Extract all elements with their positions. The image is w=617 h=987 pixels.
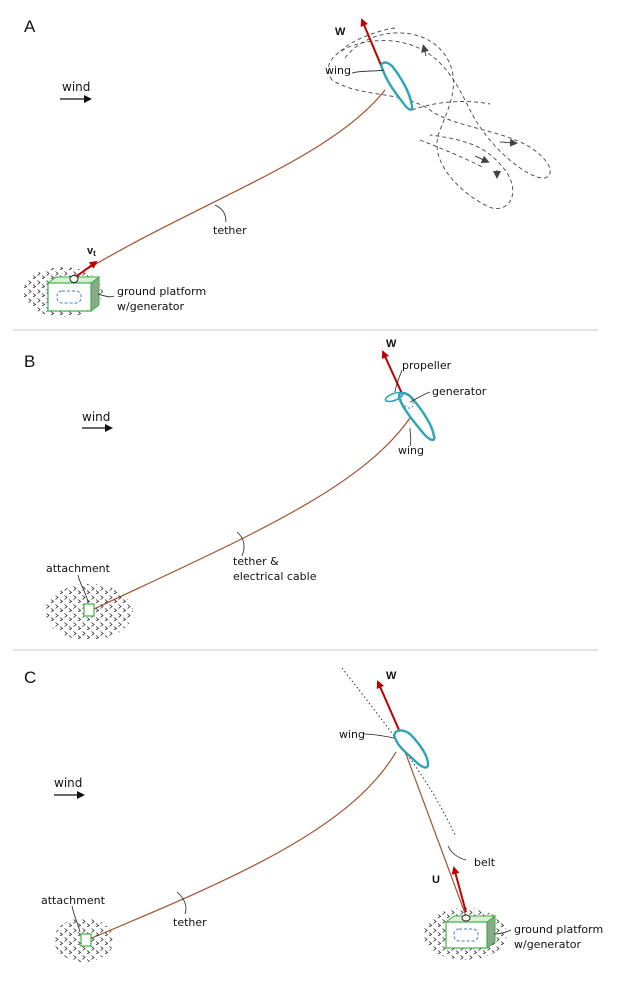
panel-b-force-label: W [386, 338, 397, 350]
panel-b-force-arrow-w [381, 350, 405, 399]
panel-c-platform-leader [493, 929, 512, 935]
panel-b-attachment [83, 603, 95, 617]
panel-b-propeller-label: propeller [402, 359, 452, 372]
panel-a-path-arrow [421, 44, 429, 57]
panel-a-wing-label: wing [325, 64, 351, 77]
panel-b-tether-leader [236, 531, 245, 557]
panel-c-belt-leader [447, 845, 467, 861]
panel-a-path-arrow [474, 155, 490, 163]
panel-c-ground-platform [444, 914, 497, 949]
panel-b-generator [400, 393, 414, 409]
panel-a-velocity-label: vt [87, 245, 96, 258]
panel-a: A wind tether W wing [23, 17, 551, 317]
panel-a-letter: A [24, 17, 36, 36]
panel-c-tether-leader [176, 891, 187, 915]
panel-c-attachment-leader [71, 905, 81, 933]
panel-b-letter: B [24, 352, 35, 371]
panel-b-wind-indicator: wind [82, 410, 113, 432]
panel-b-wing [397, 391, 436, 442]
panel-b-attachment-label: attachment [46, 562, 111, 575]
panel-a-ground-platform [46, 275, 101, 312]
panel-a-wind-label: wind [62, 80, 90, 94]
panel-a-path-arrow [499, 138, 518, 147]
panel-a-platform-leader [97, 293, 115, 298]
panel-b-propeller [384, 391, 404, 403]
panel-a-platform-label-line2: w/generator [117, 300, 184, 313]
panel-c-platform-label-line1: ground platform [514, 923, 603, 936]
panel-c-attachment [80, 933, 92, 947]
panel-a-wing [380, 61, 414, 111]
panel-c-wind-label: wind [54, 776, 82, 790]
panel-c-belt [399, 737, 467, 917]
panel-a-platform-label-line1: ground platform [117, 285, 206, 298]
panel-c-force-arrow-w [376, 680, 400, 731]
panel-c-wing-path [341, 667, 456, 836]
panel-a-force-arrow-w [360, 18, 384, 71]
panel-b-wind-label: wind [82, 410, 110, 424]
panel-c-generator [453, 928, 479, 942]
panel-b-tether-label-line2: electrical cable [233, 570, 317, 583]
panel-b-tether [91, 417, 411, 611]
panel-c-wing-leader [363, 733, 395, 739]
panel-b-propeller-leader [394, 369, 403, 393]
panel-c-tether [86, 751, 397, 941]
panel-c-drum [461, 914, 471, 922]
panel-a-wind-indicator: wind [60, 80, 92, 103]
panel-c-letter: C [24, 668, 36, 687]
panel-b-wing-leader [409, 427, 412, 447]
panel-a-drum [69, 275, 79, 283]
panel-a-wing-leader [351, 69, 385, 74]
panel-c: C wind tether belt U W wing attachment [24, 667, 603, 962]
panel-a-force-label: W [335, 26, 346, 38]
panel-c-tether-label: tether [173, 916, 207, 929]
panel-c-wing-label: wing [339, 728, 365, 741]
panel-c-wind-indicator: wind [54, 776, 85, 799]
panel-a-generator [56, 290, 82, 304]
panel-a-tether [73, 89, 386, 278]
panel-b-generator-label: generator [432, 385, 487, 398]
panel-b-generator-leader [409, 391, 431, 403]
panel-a-tether-label: tether [213, 224, 247, 237]
panel-a-tether-velocity-arrow [76, 260, 98, 277]
panel-b-wing-label: wing [398, 444, 424, 457]
panel-b-attachment-leader [77, 574, 89, 603]
panel-c-force-arrow-u [451, 866, 467, 913]
panel-a-flight-path [328, 27, 551, 209]
panel-c-force-label: W [386, 670, 397, 682]
panel-c-belt-label: belt [474, 856, 496, 869]
panel-c-belt-force-label: U [432, 874, 440, 886]
panel-b: B wind tether & electrical cable W prope… [24, 338, 487, 640]
panel-c-platform-label-line2: w/generator [514, 938, 581, 951]
panel-b-tether-label-line1: tether & [233, 555, 279, 568]
panel-a-tether-leader [214, 204, 227, 223]
panel-c-wing [393, 729, 430, 769]
panel-c-attachment-label: attachment [41, 894, 106, 907]
